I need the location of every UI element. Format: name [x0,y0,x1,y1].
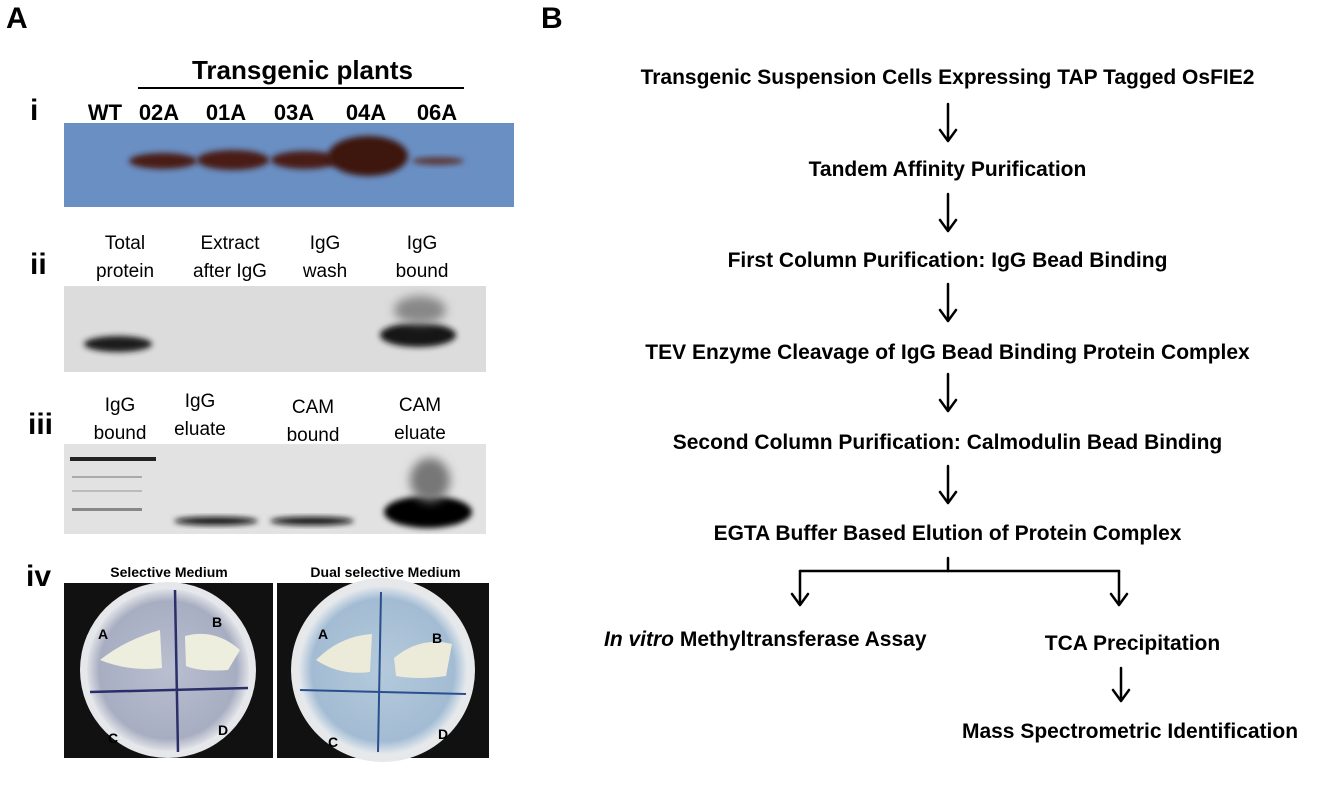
quadrant-label: D [218,722,229,738]
panel-b-letter: B [541,2,563,35]
flow-step-4: TEV Enzyme Cleavage of IgG Bead Binding … [645,341,1250,364]
flow-step-1: Transgenic Suspension Cells Expressing T… [640,66,1255,89]
transgenic-plants-header: Transgenic plants [191,55,414,85]
header-underline [138,87,464,89]
lane-label: 01A [205,100,247,125]
lane-label: 02A [138,100,180,125]
western-blot-iii [64,444,486,534]
flow-step-3: First Column Purification: IgG Bead Bind… [727,249,1168,272]
western-blot-ii [64,286,486,372]
arrow-down [938,464,958,505]
petri-dish-dual-selective [277,578,489,762]
flow-step-6: EGTA Buffer Based Elution of Protein Com… [713,522,1182,545]
western-blot-i [64,123,514,207]
quadrant-label: D [438,726,449,742]
panel-a-letter: A [6,2,28,35]
quadrant-label: C [328,734,339,750]
branch-connector [790,556,1129,607]
lane-label: 03A [273,100,315,125]
quadrant-label: A [318,626,329,642]
row-iv-label: iv [26,560,52,593]
row-i-label: i [30,94,39,127]
quadrant-label: C [108,730,119,746]
arrow-down [938,192,958,233]
plate-title: Selective Medium [110,564,228,580]
arrow-down [1111,666,1131,703]
flow-step-2: Tandem Affinity Purification [808,158,1087,181]
flow-branch-left: In vitro Methyltransferase Assay [604,628,927,651]
lane-label: WT [87,100,123,125]
arrow-down [938,102,958,143]
plate-title: Dual selective Medium [310,564,461,580]
arrow-down [938,282,958,323]
row-ii-label: ii [30,248,47,281]
quadrant-label: B [212,614,223,630]
flow-step-5: Second Column Purification: Calmodulin B… [672,431,1223,454]
flow-branch-right: TCA Precipitation [1044,632,1221,655]
arrow-down [938,372,958,413]
lane-label: 04A [345,100,387,125]
petri-dish-selective [64,582,273,758]
lane-label: 06A [416,100,458,125]
quadrant-label: B [432,630,443,646]
row-iii-label: iii [28,408,54,441]
flow-final: Mass Spectrometric Identification [961,720,1299,743]
quadrant-label: A [98,626,109,642]
